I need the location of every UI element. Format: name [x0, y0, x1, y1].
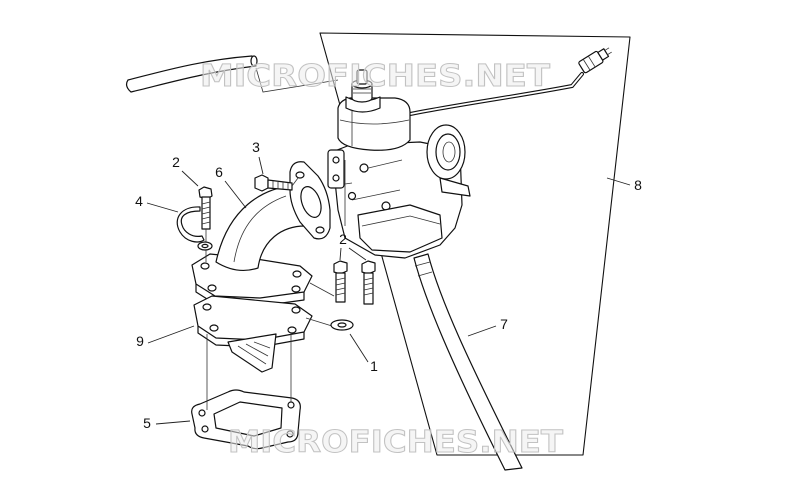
callout-label: 9 [136, 333, 144, 349]
clamp [176, 206, 205, 243]
alignment-line [309, 282, 335, 297]
bolt-3 [254, 174, 299, 192]
alignment-line [305, 317, 333, 327]
hose [413, 253, 523, 471]
screw [359, 163, 369, 173]
bolt-right-b [361, 260, 376, 305]
bolt-left [198, 186, 213, 262]
assembly-outline [319, 32, 631, 456]
leader-line [467, 325, 497, 337]
wire-connector [578, 47, 612, 74]
callout-label: 4 [135, 193, 143, 209]
callout-label: 2 [339, 231, 347, 247]
leader-line [224, 180, 247, 209]
watermark-top: MICROFICHES.NET [200, 59, 551, 94]
callout-label: 7 [500, 316, 508, 332]
leader-line [155, 420, 191, 425]
carburetor [327, 47, 612, 259]
manifold-elbow [215, 184, 306, 272]
leader-line [339, 247, 367, 261]
reed-valve-plate [193, 295, 313, 341]
callout-label: 3 [252, 139, 260, 155]
callout-label: 8 [634, 177, 642, 193]
callout-label: 5 [143, 415, 151, 431]
reed-valve [193, 295, 313, 373]
washer-right [330, 319, 354, 331]
watermark-bottom: MICROFICHES.NET [228, 425, 564, 460]
bolt-right-a [333, 260, 348, 303]
throttle-lever [439, 177, 471, 197]
upper-hose [125, 55, 339, 93]
leader-line [606, 177, 631, 186]
leader-line [349, 333, 369, 363]
leader-line [147, 325, 195, 344]
leader-line [146, 202, 179, 213]
leader-line [258, 156, 264, 175]
screw [347, 191, 357, 201]
callout-label: 2 [172, 154, 180, 170]
callout-label: 6 [215, 164, 223, 180]
float-bowl [357, 204, 443, 253]
leader-line [181, 170, 199, 187]
gasket [191, 389, 301, 450]
washer-left [197, 241, 213, 251]
carburetor-mount-flange [327, 149, 345, 189]
callout-label: 1 [370, 358, 378, 374]
